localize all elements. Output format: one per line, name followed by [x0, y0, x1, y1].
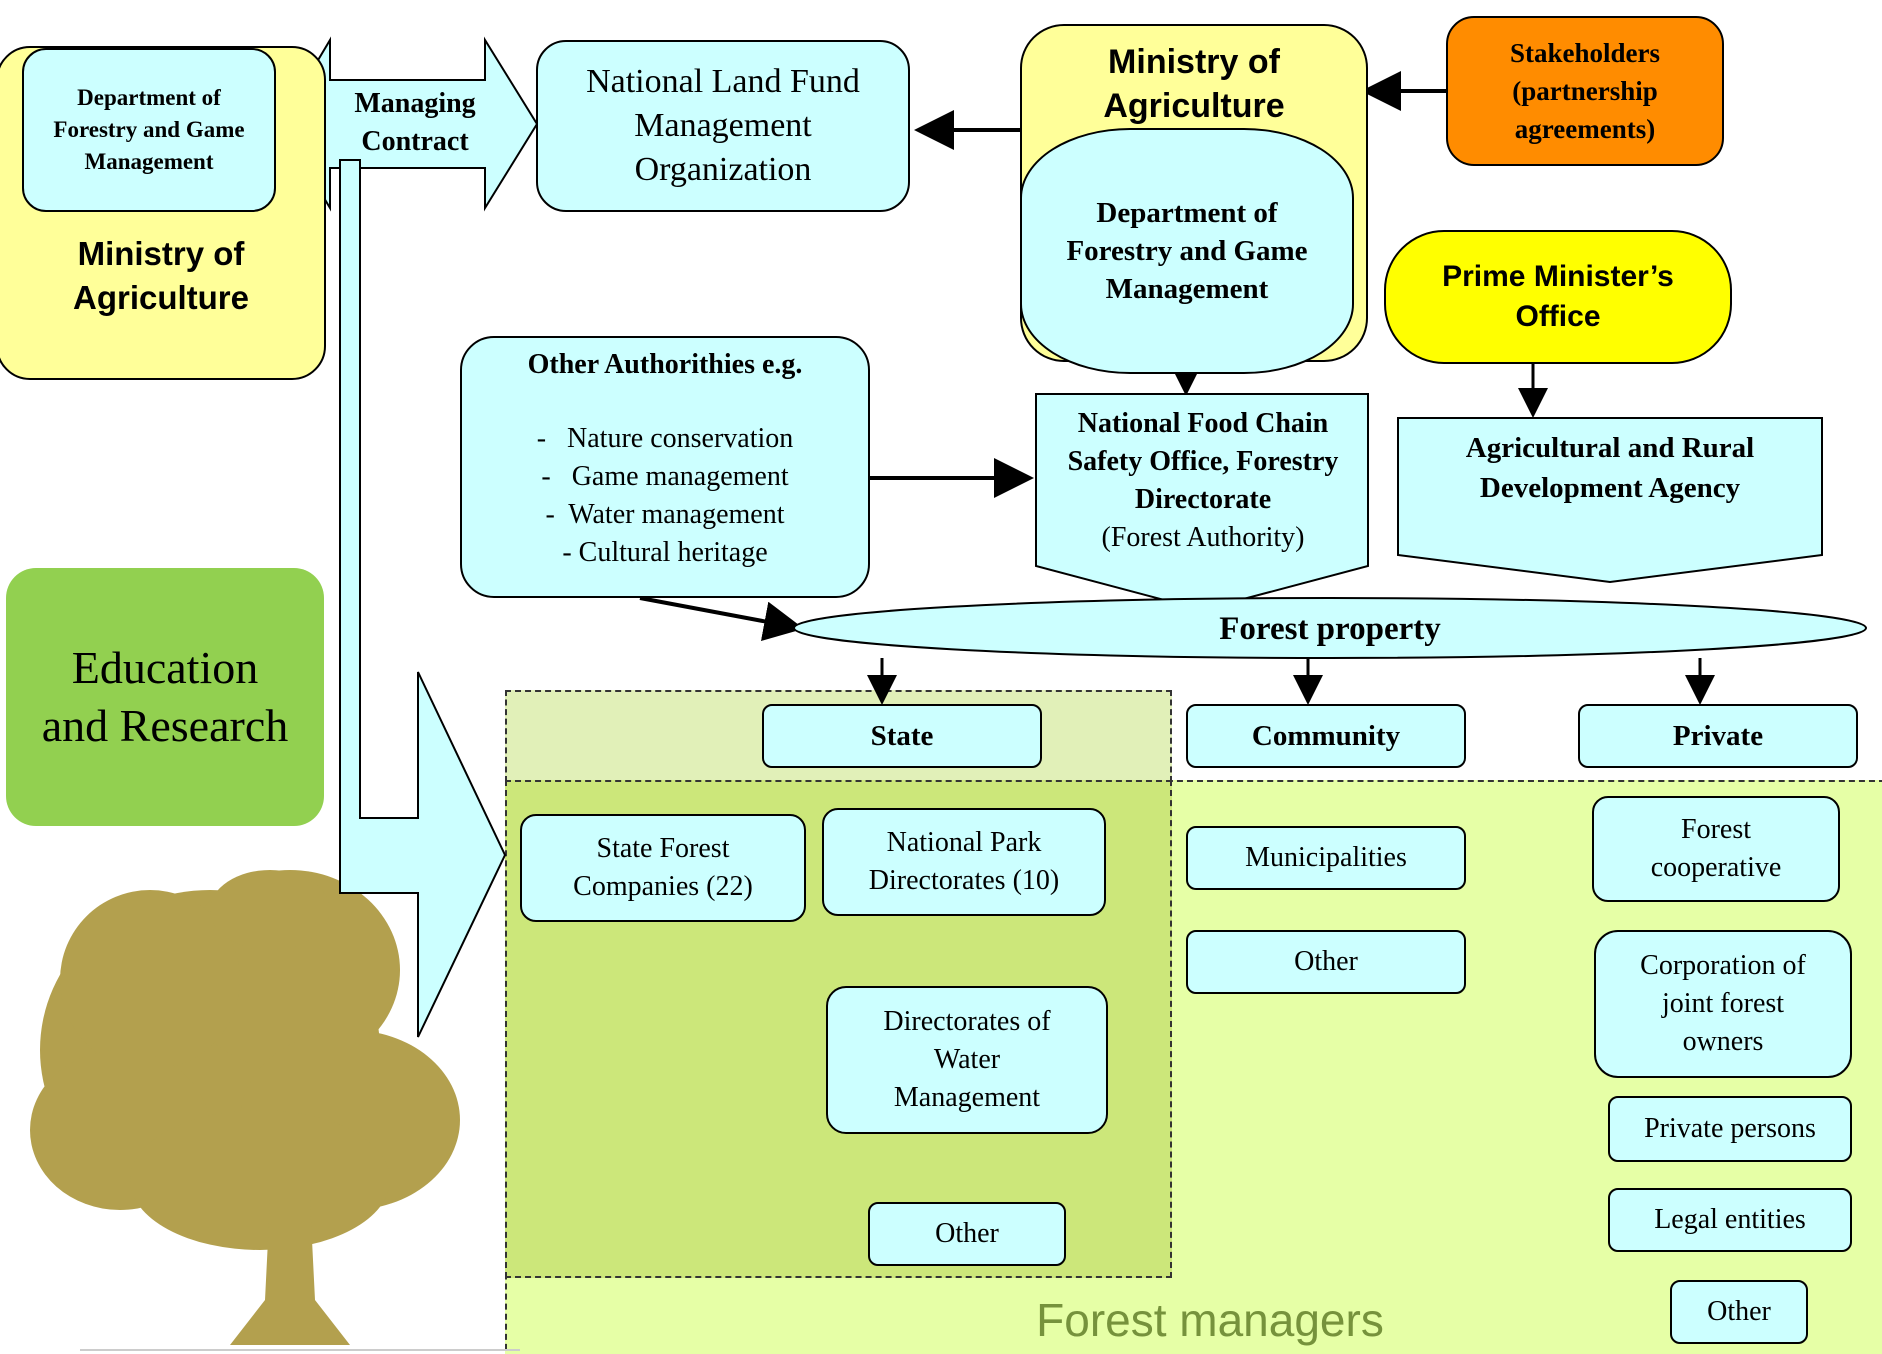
joint-forest-owners: Corporation of joint forest owners: [1594, 930, 1852, 1078]
food-chain-subtitle: (Forest Authority): [1101, 522, 1305, 553]
joint-forest-owners-label: Corporation of joint forest owners: [1640, 950, 1806, 1057]
prime-minister-label: Prime Minister’s Office: [1442, 260, 1674, 333]
education-box: Education and Research: [6, 568, 324, 826]
category-private: Private: [1578, 704, 1858, 768]
national-park-directorates: National Park Directorates (10): [822, 808, 1106, 916]
food-chain-shape: [1035, 393, 1369, 612]
community-other: Other: [1186, 930, 1466, 994]
forest-cooperative: Forest cooperative: [1592, 796, 1840, 902]
top-dept-box: Department of Forestry and Game Manageme…: [1020, 128, 1354, 374]
left-dept-box: Department of Forestry and Game Manageme…: [22, 48, 276, 212]
water-management-label: Directorates of Water Management: [883, 1006, 1051, 1113]
state-other: Other: [868, 1202, 1066, 1266]
other-authorities-box: Other Authorithies e.g. - Nature conserv…: [460, 336, 870, 598]
state-management-arrow: [339, 159, 507, 1038]
national-park-directorates-label: National Park Directorates (10): [868, 827, 1060, 896]
authority-nature: - Nature conservation: [536, 423, 794, 454]
stakeholders-box: Stakeholders (partnership agreements): [1446, 16, 1724, 166]
category-state: State: [762, 704, 1042, 768]
left-dept-label: Department of Forestry and Game Manageme…: [53, 85, 245, 174]
private-persons: Private persons: [1608, 1096, 1852, 1162]
land-fund-box: National Land Fund Management Organizati…: [536, 40, 910, 212]
forest-managers-label: Forest managers: [1036, 1294, 1384, 1346]
agency-shape: [1397, 417, 1823, 584]
municipalities: Municipalities: [1186, 826, 1466, 890]
top-ministry-label: Ministry of Agriculture: [1103, 43, 1285, 125]
other-authorities-title: Other Authorithies e.g.: [527, 349, 803, 380]
tree-illustration: [30, 870, 460, 1345]
forest-property-label: Forest property: [1219, 610, 1441, 647]
authority-game: - Game management: [541, 461, 789, 492]
agency-label: Agricultural and Rural Development Agenc…: [1465, 432, 1755, 504]
prime-minister-box: Prime Minister’s Office: [1384, 230, 1732, 364]
left-ministry-label: Ministry of Agriculture: [72, 235, 250, 316]
stakeholders-label: Stakeholders (partnership agreements): [1509, 38, 1661, 144]
category-community: Community: [1186, 704, 1466, 768]
water-management-directorates: Directorates of Water Management: [826, 986, 1108, 1134]
land-fund-label: National Land Fund Management Organizati…: [586, 63, 860, 188]
private-other: Other: [1670, 1280, 1808, 1344]
state-forest-companies: State Forest Companies (22): [520, 814, 806, 922]
authority-water: - Water management: [545, 499, 785, 530]
legal-entities: Legal entities: [1608, 1188, 1852, 1252]
education-label: Education and Research: [41, 642, 289, 751]
forest-cooperative-label: Forest cooperative: [1650, 814, 1782, 883]
food-chain-title: National Food Chain Safety Office, Fores…: [1067, 408, 1339, 515]
managing-contract-label: Managing Contract: [354, 88, 476, 157]
forest-property-shape: [793, 597, 1867, 659]
authority-heritage: - Cultural heritage: [562, 537, 768, 568]
food-chain-text: National Food Chain Safety Office, Fores…: [1040, 402, 1366, 560]
top-dept-label: Department of Forestry and Game Manageme…: [1066, 197, 1308, 305]
state-forest-companies-label: State Forest Companies (22): [573, 833, 753, 902]
